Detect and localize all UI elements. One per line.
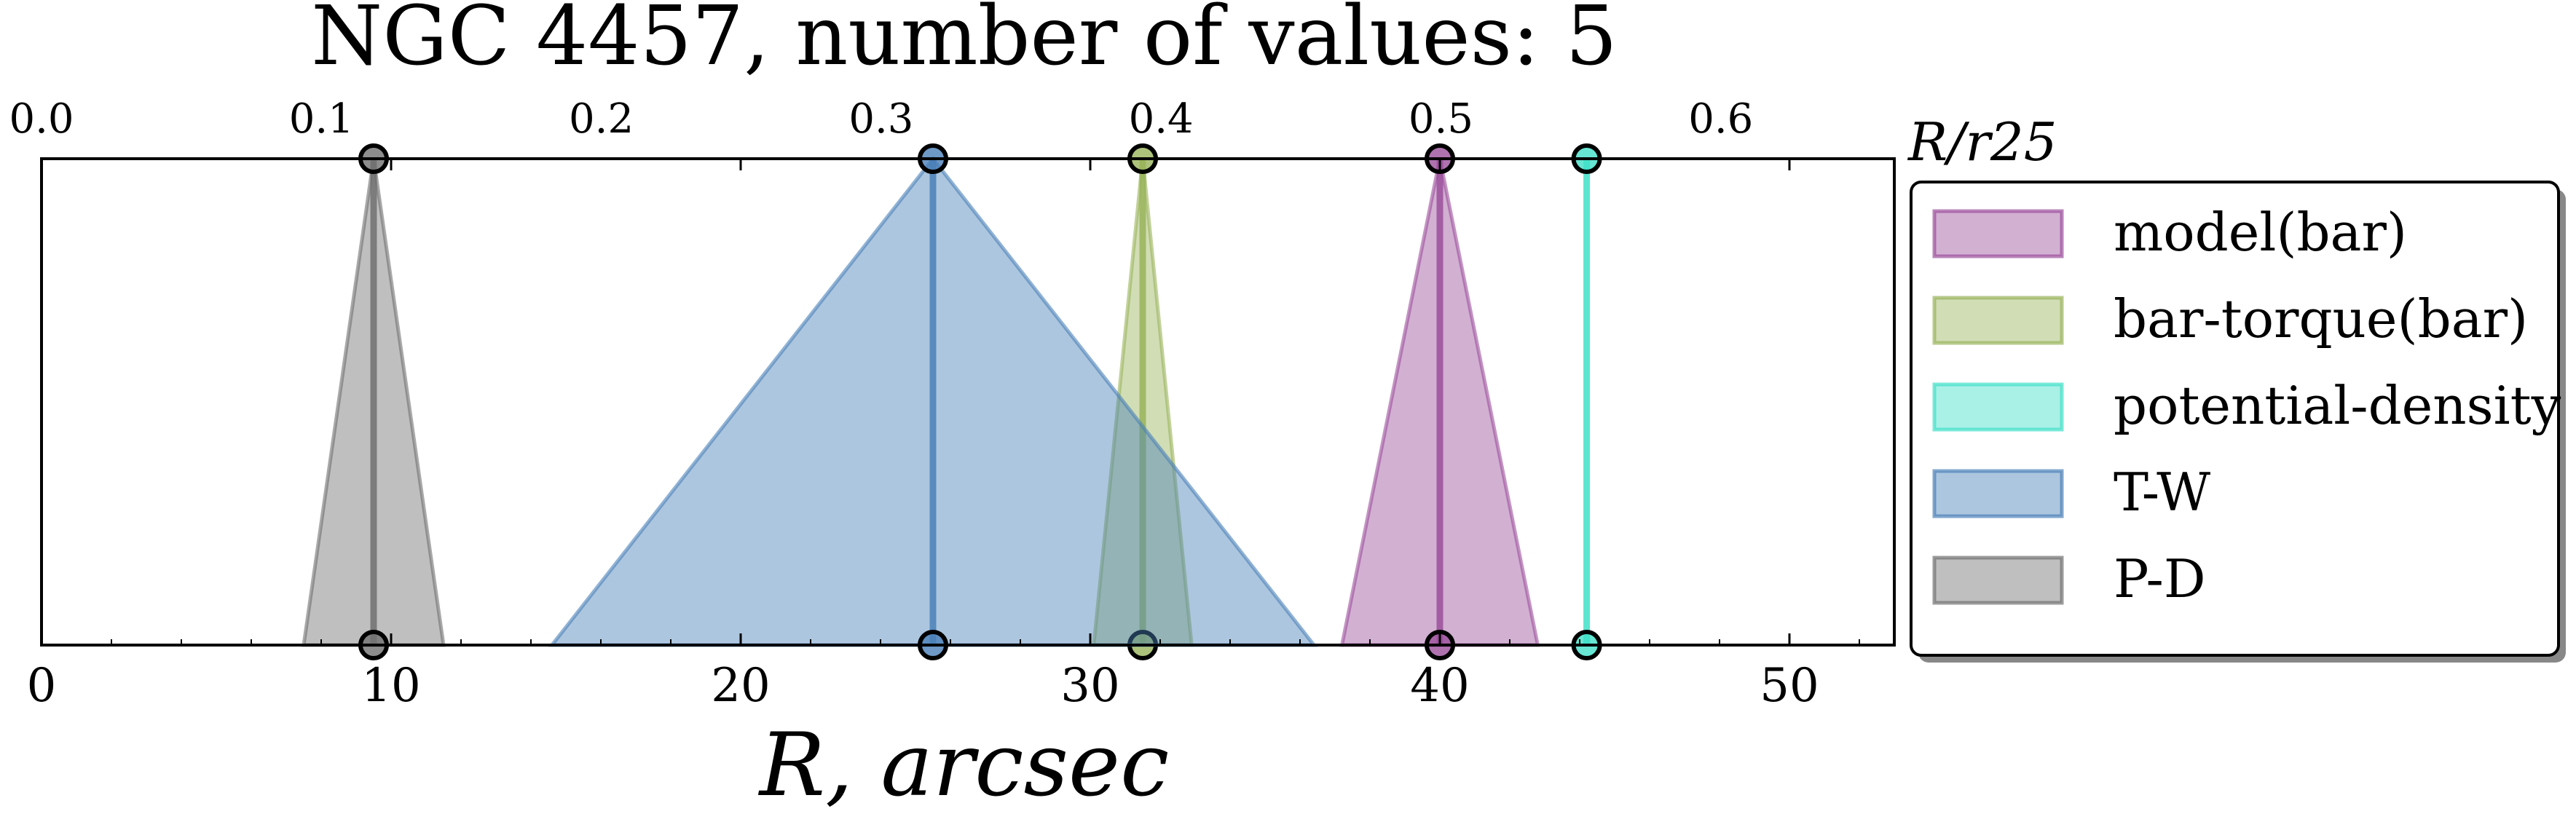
- x-tick-label: 10: [361, 659, 420, 713]
- x-tick-label: 0: [27, 659, 57, 713]
- legend-label-bar-torque-bar-: bar-torque(bar): [2114, 288, 2528, 349]
- legend-swatch-bar-torque-bar-: [1932, 296, 2064, 345]
- legend-label-model-bar-: model(bar): [2114, 202, 2407, 263]
- legend-swatch-model-bar-: [1932, 209, 2064, 258]
- legend-swatch-t-w: [1932, 469, 2064, 518]
- x-axis-bottom: 0 10 20 30 40 50: [27, 159, 1860, 713]
- x-axis-label: R, arcsec: [758, 715, 1170, 816]
- x2-tick-label: 0.3: [848, 95, 913, 143]
- chart-title: NGC 4457, number of values: 5: [311, 0, 1617, 84]
- legend-box: [1910, 181, 2560, 657]
- x-tick-label: 50: [1760, 659, 1819, 713]
- top-axis-label: R/r25: [1907, 111, 2057, 173]
- x2-tick-label: 0.4: [1129, 95, 1194, 143]
- legend-swatch-potential-density: [1932, 382, 2064, 432]
- x-tick-label: 20: [711, 659, 770, 713]
- x2-tick-label: 0.5: [1409, 95, 1473, 143]
- x2-tick-label: 0.1: [289, 95, 354, 143]
- x-axis-top: 0.0 0.1 0.2 0.3 0.4 0.5 0.6: [9, 95, 1753, 143]
- legend-label-t-w: T-W: [2114, 462, 2210, 523]
- legend-items: model(bar) bar-torque(bar) potential-densi…: [1932, 202, 2561, 609]
- legend-label-potential-density: potential-density: [2114, 375, 2561, 436]
- x2-tick-label: 0.0: [9, 95, 74, 143]
- legend-swatch-p-d: [1932, 556, 2064, 605]
- plot-frame: [40, 157, 1896, 647]
- x-tick-label: 30: [1060, 659, 1119, 713]
- plot-area: [302, 143, 1602, 660]
- legend-label-p-d: P-D: [2114, 548, 2206, 609]
- legend: model(bar) bar-torque(bar) potential-densi…: [1910, 181, 2566, 663]
- x-tick-label: 40: [1410, 659, 1469, 713]
- x2-tick-label: 0.6: [1688, 95, 1753, 143]
- x2-tick-label: 0.2: [569, 95, 634, 143]
